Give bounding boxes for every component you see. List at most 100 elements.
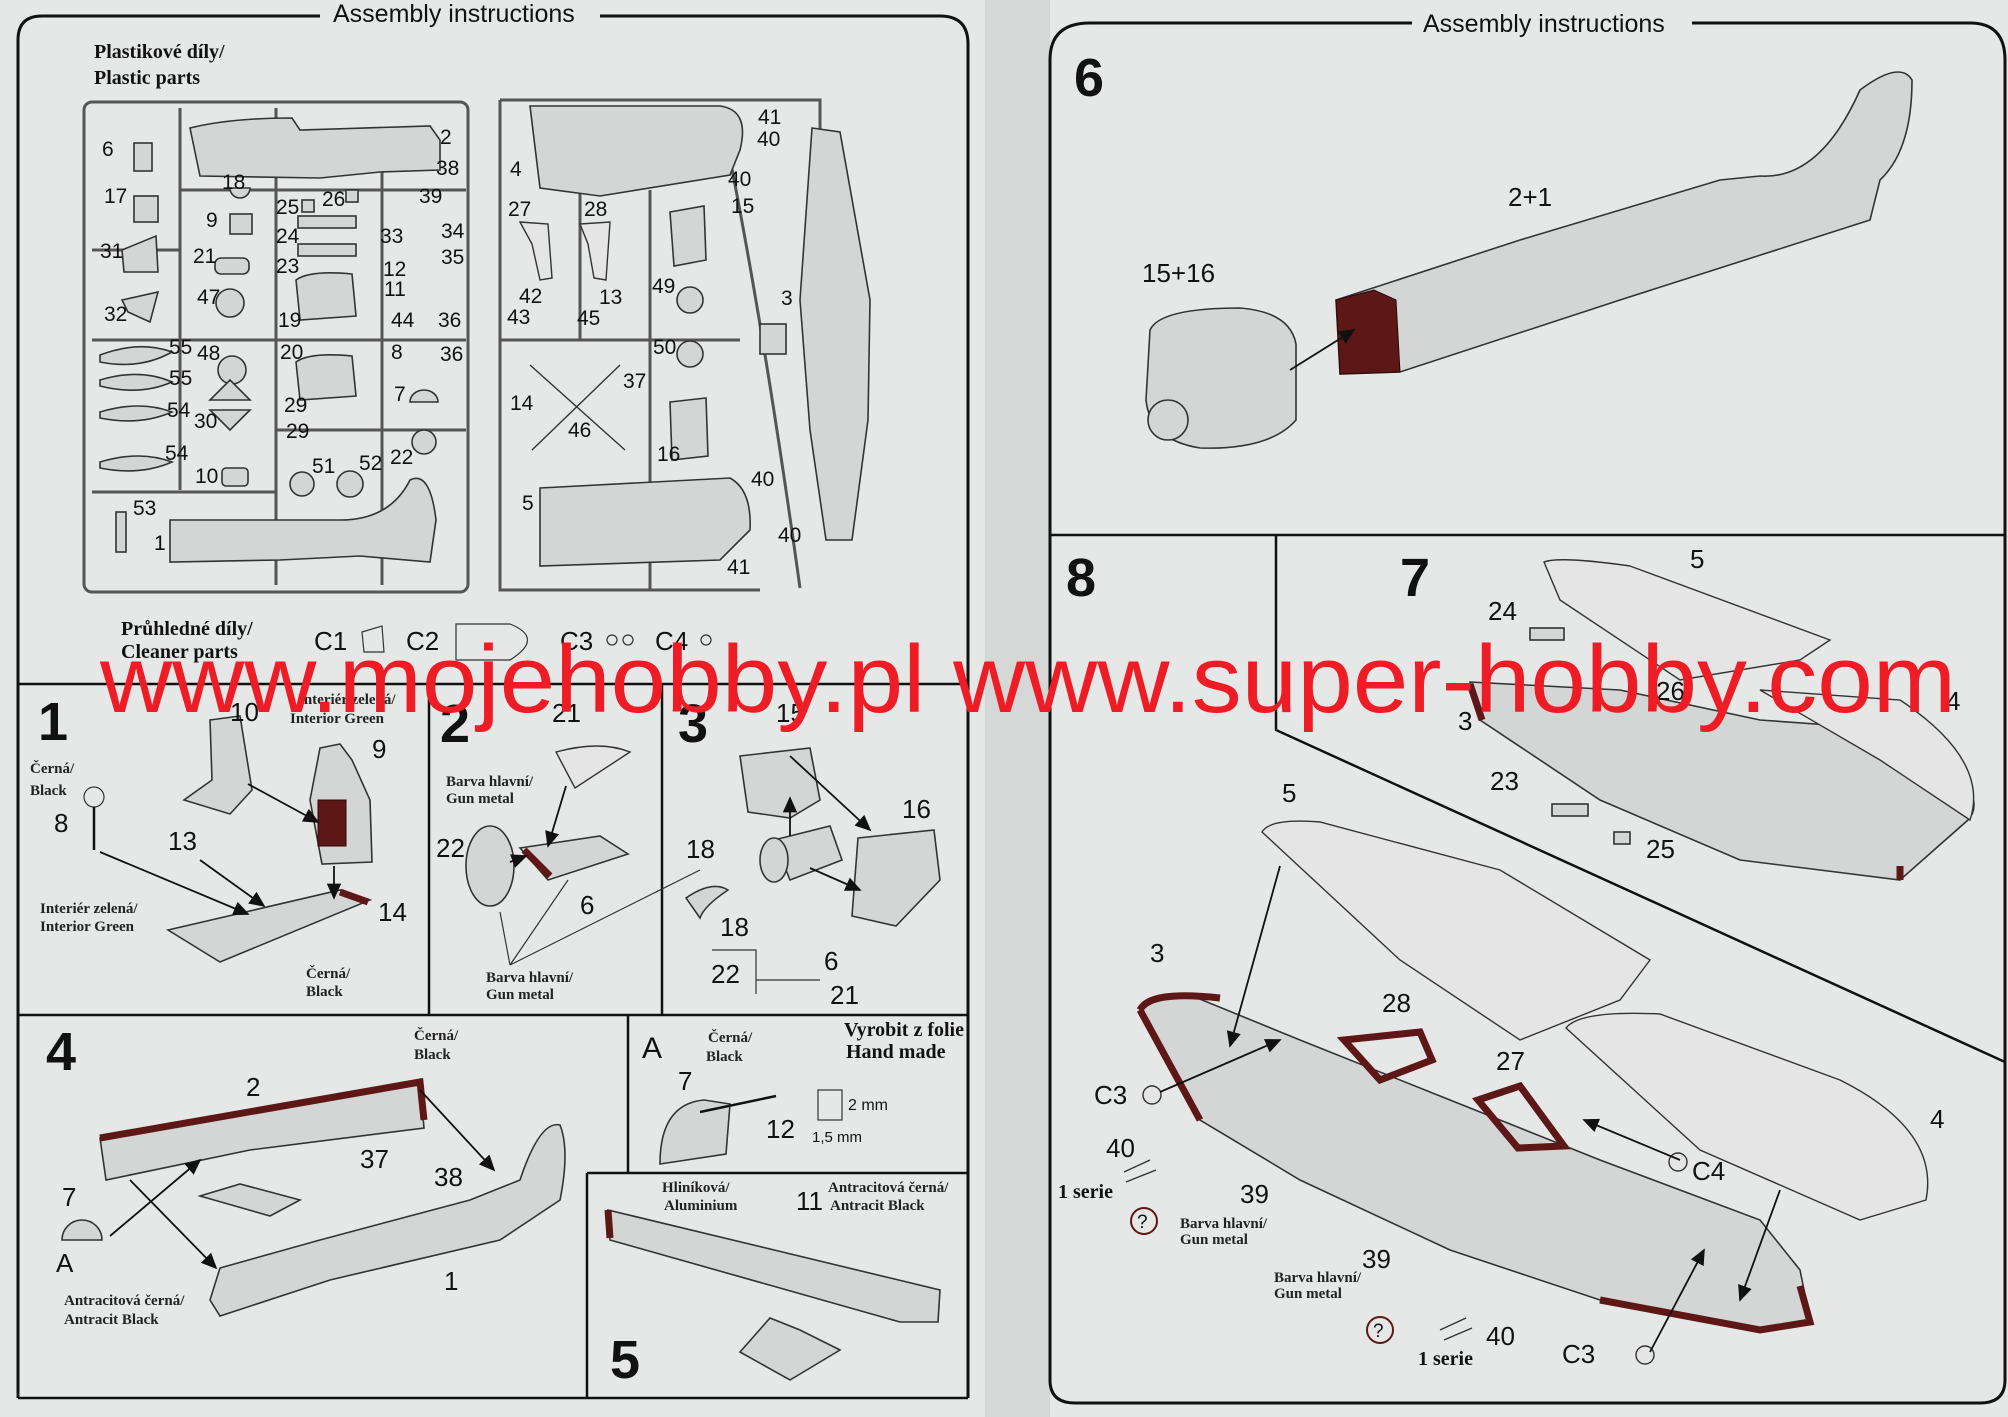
part-label: 44	[391, 309, 415, 332]
part-4-wing-half	[529, 105, 744, 197]
part-label: 6	[102, 138, 114, 161]
part-label: C4	[1692, 1156, 1725, 1186]
part-label: 25	[1646, 834, 1675, 864]
part-label: 4	[1946, 686, 1960, 716]
part-label: Barva hlavní/	[486, 970, 574, 986]
part-label: 13	[599, 286, 622, 309]
step-number-2: 2	[440, 694, 470, 754]
part-label: A	[56, 1248, 74, 1278]
first-series-label: 1 serie	[1418, 1348, 1473, 1370]
part-label: 38	[436, 157, 459, 180]
part-label: Vyrobit z folie	[844, 1019, 964, 1041]
part-label: 51	[312, 455, 335, 478]
part-label: 20	[280, 341, 303, 364]
part-label: 21	[552, 698, 581, 728]
part-label: 27	[508, 198, 531, 221]
part-7	[409, 389, 439, 403]
part-label: Černá/	[414, 1027, 459, 1044]
page-gutter	[985, 0, 1050, 1417]
part-label: Antracit Black	[830, 1198, 925, 1214]
part-label: Interiér zelená/	[40, 901, 138, 917]
part-31	[121, 234, 159, 273]
part-label: 54	[167, 399, 191, 422]
part-label: 7	[678, 1066, 692, 1096]
part-label: 1,5 mm	[812, 1129, 862, 1146]
part-20	[295, 354, 357, 401]
part-30	[208, 378, 252, 432]
part-label: 6	[824, 946, 838, 976]
part-label: 8	[54, 808, 68, 838]
part-label: 10	[230, 697, 259, 727]
clear-part-c3: C3	[560, 626, 593, 656]
part-51	[289, 471, 315, 497]
right-sprue-part-numbers: 41 40 4 40 27 28 15 49 42 13 43 45 3 50 …	[507, 106, 801, 579]
part-22	[411, 429, 437, 455]
cockpit-assembly	[738, 1317, 842, 1381]
clear-parts-heading: Průhledné díly/	[121, 618, 253, 640]
clear-parts-row: Průhledné díly/ Cleaner parts C1 C2 C3 C…	[121, 618, 712, 663]
film-rectangle	[817, 1089, 843, 1121]
step-number-4: 4	[46, 1022, 76, 1082]
part-5-wing-half	[539, 477, 751, 567]
part-label: Aluminium	[664, 1198, 738, 1214]
part-2-fuselage-half	[189, 117, 441, 179]
part-label: 18	[686, 834, 715, 864]
part-18	[684, 885, 730, 920]
part-16	[669, 397, 709, 461]
part-46-propeller	[529, 364, 626, 451]
part-label: Black	[306, 984, 343, 1000]
upper-wing-4	[1565, 1012, 1929, 1221]
part-label: 5	[1282, 778, 1296, 808]
part-label: 40	[778, 524, 801, 547]
part-6	[133, 142, 153, 172]
part-49	[676, 286, 704, 314]
part-label: 3	[1458, 706, 1472, 736]
seat-part-10	[182, 715, 253, 815]
part-label: 5	[1690, 544, 1704, 574]
part-17	[133, 195, 159, 223]
part-label: 23	[1490, 766, 1519, 796]
part-label: Černá/	[708, 1029, 753, 1046]
instrument-panel-7	[61, 1219, 103, 1241]
step-7-panel: 7 5 24 26 4 3 23 25	[1400, 544, 1975, 881]
part-21	[554, 745, 632, 790]
part-label: 46	[568, 419, 591, 442]
watermark-text: www.mojehobby.pl www.super-hobby.com	[99, 626, 1956, 733]
part-label: 14	[510, 392, 534, 415]
part-label: 31	[100, 240, 123, 263]
part-label: 17	[104, 185, 127, 208]
part-label: 2 mm	[848, 1097, 888, 1114]
part-label: Interiér zelená/	[298, 692, 396, 708]
part-label: Gun metal	[1274, 1286, 1342, 1302]
upper-wing-4	[1759, 689, 1975, 822]
part-label: 2	[440, 126, 452, 149]
part-label: 39	[1240, 1179, 1269, 1209]
step-1-panel: 1 10 9 8 13 14 Interiér zelená/ Interior…	[30, 692, 407, 1000]
part-label: 43	[507, 306, 530, 329]
part-label: Hand made	[846, 1041, 946, 1063]
part-label: Černá/	[30, 760, 75, 777]
sprue-frame-right: 41 40 4 40 27 28 15 49 42 13 43 45 3 50 …	[498, 98, 871, 592]
fuselage-half	[607, 1208, 941, 1323]
part-label: 3	[781, 287, 793, 310]
part-label: 3	[1150, 938, 1164, 968]
part-label: Antracit Black	[64, 1312, 159, 1328]
part-25	[301, 199, 315, 213]
clear-part-c1: C1	[314, 626, 347, 656]
step-5-panel: 5 11 Hliníková/ Aluminium Antracitová če…	[604, 1180, 949, 1390]
part-label: 14	[378, 897, 407, 927]
part-label: 24	[1488, 596, 1517, 626]
part-label: 12	[383, 258, 406, 281]
part-label: 42	[519, 285, 542, 308]
part-label: Black	[30, 783, 67, 799]
part-label: 18	[720, 912, 749, 942]
parts-27-28	[518, 221, 611, 281]
part-label: 24	[276, 225, 300, 248]
part-label: 27	[1496, 1046, 1525, 1076]
step-number-6: 6	[1074, 48, 1104, 108]
part-label: Barva hlavní/	[446, 774, 534, 790]
clear-parts-heading-en: Cleaner parts	[121, 641, 238, 663]
part-label: 47	[197, 286, 220, 309]
